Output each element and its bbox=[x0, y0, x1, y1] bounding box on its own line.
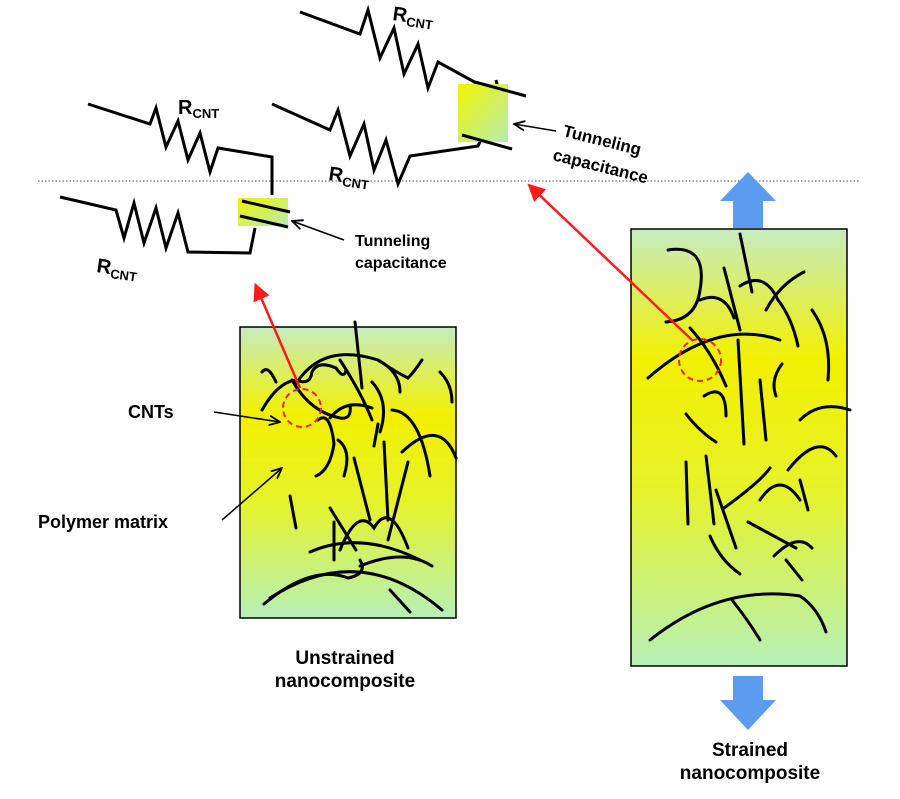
capacitor-right bbox=[458, 84, 508, 142]
polymer-matrix-pointer bbox=[221, 468, 282, 521]
strain-arrow-up-icon bbox=[720, 172, 776, 228]
connection-arrow-strained bbox=[527, 183, 693, 341]
circuit-strained bbox=[271, 4, 527, 189]
rcnt-label-bottom-right: RCNT bbox=[327, 163, 371, 193]
connection-arrow-unstrained bbox=[253, 282, 302, 389]
rcnt-label-top-right: RCNT bbox=[391, 3, 435, 33]
strained-caption: Strained nanocomposite bbox=[650, 740, 850, 786]
tunneling-label-left-1: Tunneling bbox=[355, 233, 430, 250]
polymer-matrix-label: Polymer matrix bbox=[38, 512, 168, 532]
resistor-top-left bbox=[87, 102, 274, 195]
cnts-label: CNTs bbox=[128, 402, 174, 422]
contact-circle-unstrained bbox=[282, 388, 322, 428]
resistor-top-right bbox=[299, 4, 503, 99]
cnts-pointer bbox=[213, 411, 280, 422]
cnt-network-strained bbox=[646, 232, 852, 642]
strained-caption-line1: Strained bbox=[711, 740, 789, 761]
rcnt-label-top-left: RCNT bbox=[178, 97, 219, 121]
strain-arrow-down-icon bbox=[720, 676, 776, 730]
unstrained-caption-line1: Unstrained bbox=[295, 648, 395, 669]
tunneling-pointer-left bbox=[292, 221, 345, 241]
circuit-unstrained bbox=[59, 102, 291, 255]
unstrained-caption: Unstrained nanocomposite bbox=[245, 648, 445, 694]
rcnt-label-bottom-left: RCNT bbox=[95, 255, 139, 285]
cnt-network-unstrained bbox=[260, 320, 458, 614]
tunneling-label-left-2: capacitance bbox=[355, 255, 447, 272]
resistor-bottom-left bbox=[59, 195, 257, 255]
contact-circle-strained bbox=[678, 338, 722, 382]
unstrained-caption-line2: nanocomposite bbox=[274, 670, 416, 692]
tunneling-pointer-right bbox=[514, 124, 557, 132]
strained-caption-line2: nanocomposite bbox=[679, 762, 821, 784]
resistor-bottom-right bbox=[271, 102, 487, 189]
composite-strained bbox=[630, 228, 852, 667]
composite-unstrained bbox=[239, 320, 458, 619]
